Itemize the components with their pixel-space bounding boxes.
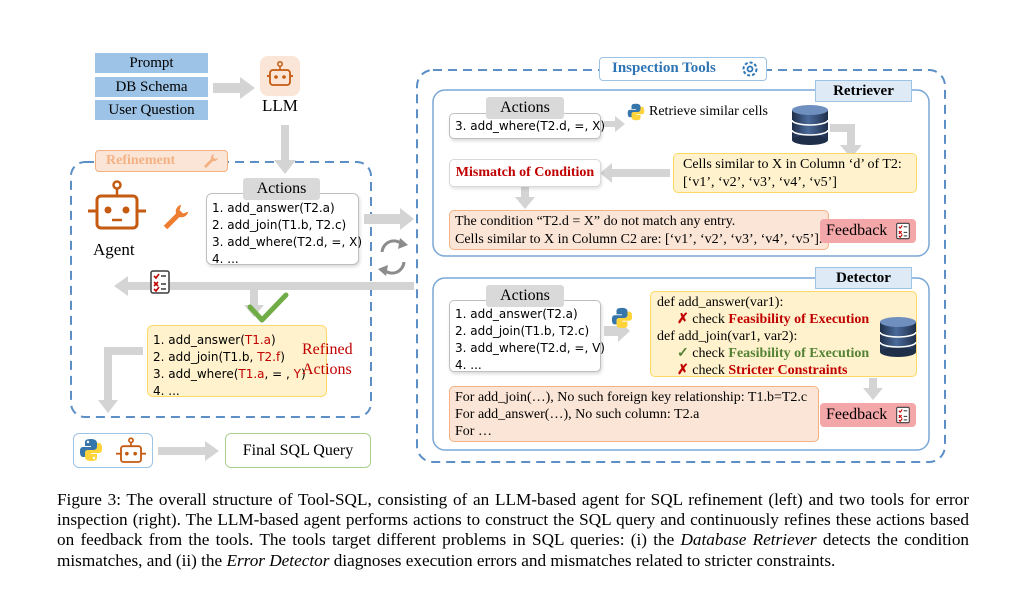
prompt-box: Prompt <box>95 53 208 73</box>
refresh-icon <box>378 238 408 276</box>
llm-robot-icon <box>260 56 300 96</box>
retriever-actions-title: Actions <box>486 97 564 119</box>
checklist-icon <box>896 222 910 240</box>
detector-feedback-line-2: For add_answer(…), No such column: T2.a <box>455 407 700 422</box>
database-icon <box>791 105 829 145</box>
detector-action-2: 2. add_join(T1.b, T2.c) <box>455 324 590 338</box>
refinement-title-text: Refinement <box>106 153 176 168</box>
mismatch-of-condition-box: Mismatch of Condition <box>449 159 601 187</box>
user-question-box: User Question <box>95 100 208 120</box>
retriever-feedback-line-1: The condition “T2.d = X” do not match an… <box>455 214 736 229</box>
python-icon <box>611 307 633 329</box>
checklist-icon <box>896 406 910 424</box>
agent-label: Agent <box>93 240 135 259</box>
cross-icon: ✗ <box>677 312 689 327</box>
detector-checks-box <box>650 291 917 377</box>
database-icon <box>879 317 917 357</box>
refinement-action-3: 3. add_where(T2.d, =, X) <box>212 235 362 249</box>
similar-cells-box <box>673 153 917 193</box>
caption-italic-1: Database Retriever <box>680 530 817 550</box>
retriever-title: Retriever <box>815 80 912 102</box>
refined-label-2: Actions <box>302 361 352 378</box>
refinement-title: Refinement <box>95 150 228 172</box>
refinement-action-4: 4. ... <box>212 252 239 266</box>
figure-caption: Figure 3: The overall structure of Tool-… <box>57 490 969 571</box>
detector-title: Detector <box>815 267 912 289</box>
db-schema-box: DB Schema <box>95 77 208 97</box>
detector-feedback-line-3: For … <box>455 424 492 439</box>
detector-check-2: ✓ check Feasibility of Execution <box>677 346 870 361</box>
figure: Prompt DB Schema User Question LLM Refin… <box>70 53 946 468</box>
detector-action-1: 1. add_answer(T2.a) <box>455 307 578 321</box>
check-icon <box>247 292 289 323</box>
refinement-actions-title: Actions <box>243 178 320 200</box>
detector-action-3: 3. add_where(T2.d, =, V) <box>455 341 605 355</box>
refinement-action-1: 1. add_answer(T2.a) <box>212 201 335 215</box>
detector-check-1: ✗ check Feasibility of Execution <box>677 312 870 327</box>
wrench-icon <box>204 154 218 168</box>
python-icon <box>80 439 102 461</box>
cells-line-2: [‘v1’, ‘v2’, ‘v3’, ‘v4’, ‘v5’] <box>683 175 837 190</box>
wrench-icon <box>163 204 189 230</box>
llm-label: LLM <box>262 96 298 115</box>
check-icon: ✓ <box>677 346 689 361</box>
refinement-actions-box <box>206 193 359 265</box>
retriever-feedback-line-2: Cells similar to X in Column C2 are: [‘v… <box>455 232 823 247</box>
detector-actions-title: Actions <box>486 285 564 307</box>
detector-feedback-line-1: For add_join(…), No such foreign key rel… <box>455 390 808 405</box>
detector-actions-box <box>449 300 601 372</box>
refined-action-1: 1. add_answer(T1.a) <box>153 333 276 347</box>
agent-robot-icon <box>84 180 150 236</box>
arrows <box>98 77 883 461</box>
retrieve-similar-cells-label: Retrieve similar cells <box>649 104 768 119</box>
refined-action-3: 3. add_where(T1.a, = , Y) <box>153 367 306 381</box>
detector-feedback-tag-text: Feedback <box>826 406 888 423</box>
robot-icon <box>116 437 146 463</box>
detector-def-1: def add_answer(var1): <box>657 295 784 310</box>
caption-text-1: Figure 3: The overall structure of Tool-… <box>57 490 969 550</box>
gear-icon <box>742 61 758 77</box>
python-icon <box>627 103 645 121</box>
cross-icon: ✗ <box>677 363 689 378</box>
refinement-action-2: 2. add_join(T1.b, T2.c) <box>212 218 347 232</box>
detector-feedback-box <box>449 386 819 442</box>
refined-action-4: 4. ... <box>153 384 180 398</box>
caption-italic-2: Error Detector <box>226 550 330 570</box>
cells-line-1: Cells similar to X in Column ‘d’ of T2: <box>683 157 902 172</box>
detector-def-2: def add_join(var1, var2): <box>657 329 798 344</box>
final-sql-query-box: Final SQL Query <box>225 433 371 468</box>
detector-action-4: 4. ... <box>455 358 482 372</box>
refined-label-1: Refined <box>302 341 353 358</box>
caption-text-3: diagnoses execution errors and mismatche… <box>329 550 836 570</box>
detector-check-3: ✗ check Stricter Constraints <box>677 363 848 378</box>
refined-action-2: 2. add_join(T1.b, T2.f) <box>153 350 285 364</box>
retriever-feedback-box <box>449 210 829 250</box>
inspection-tools-title-text: Inspection Tools <box>612 60 716 76</box>
detector-feedback-tag: Feedback <box>820 403 916 427</box>
caption-text-2: detects the condition mismatches, and (i… <box>57 530 970 570</box>
retriever-feedback-tag-text: Feedback <box>826 222 888 239</box>
inspection-tools-title: Inspection Tools <box>599 57 767 81</box>
checklist-icon <box>150 270 170 294</box>
refined-actions-box <box>147 325 327 397</box>
retriever-feedback-tag: Feedback <box>820 219 916 243</box>
retriever-action: 3. add_where(T2.d, =, X) <box>455 119 605 133</box>
